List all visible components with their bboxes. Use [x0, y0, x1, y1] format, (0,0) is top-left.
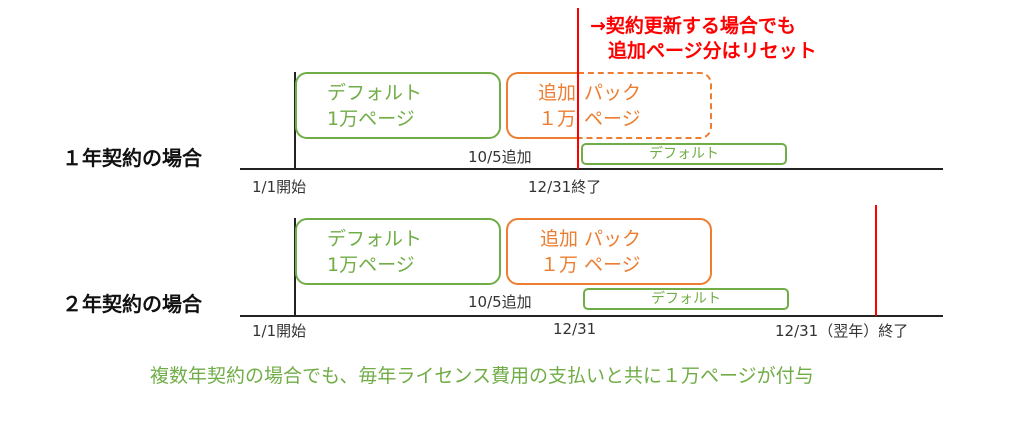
row2-default-line1: デフォルト	[327, 228, 423, 250]
row1-added-label: 10/5追加	[468, 148, 532, 166]
row2-end-label: 12/31（翌年）終了	[775, 322, 909, 340]
row2-mid-label: 12/31	[553, 320, 597, 338]
row1-addon-line1-left: 追加	[537, 82, 576, 104]
row1-default-line2: 1万ページ	[327, 108, 415, 130]
row1-next-default-label: デフォルト	[649, 146, 719, 162]
row1-addon-line2-left: １万	[537, 108, 576, 130]
row1-default-box: デフォルト 1万ページ	[295, 72, 501, 139]
row2-title: ２年契約の場合	[62, 292, 202, 316]
row2-addon-line1: 追加 パック	[540, 228, 642, 250]
row2-renewal-line	[875, 205, 877, 316]
row2-next-default-label: デフォルト	[651, 291, 721, 307]
row1-addon-box: 追加 １万	[506, 72, 580, 139]
row1-start-label: 1/1開始	[252, 178, 307, 196]
row2-default-line2: 1万ページ	[327, 254, 415, 276]
row1-end-label: 12/31終了	[528, 178, 602, 196]
row1-renewal-line	[577, 8, 579, 169]
row1-addon-line2-right: ページ	[584, 108, 641, 130]
row2-added-label: 10/5追加	[468, 293, 532, 311]
row2-next-default-box: デフォルト	[583, 288, 789, 310]
row2-addon-box: 追加 パック １万 ページ	[506, 218, 712, 285]
row2-addon-line2: １万 ページ	[540, 254, 641, 276]
row1-timeline-axis	[240, 168, 943, 170]
note-line-2: 追加ページ分はリセット	[608, 40, 817, 62]
row1-addon-expired-box: パック ページ	[578, 72, 712, 139]
row1-addon-line1-right: パック	[584, 82, 642, 104]
row2-start-label: 1/1開始	[252, 322, 307, 340]
row1-next-default-box: デフォルト	[581, 143, 787, 165]
row2-default-box: デフォルト 1万ページ	[295, 218, 501, 285]
row1-default-line1: デフォルト	[327, 82, 423, 104]
renewal-reset-note: →契約更新する場合でも 追加ページ分はリセット	[590, 14, 817, 64]
row1-title: １年契約の場合	[62, 146, 202, 170]
row2-timeline-axis	[240, 315, 943, 317]
note-line-1: →契約更新する場合でも	[590, 15, 796, 37]
footer-note: 複数年契約の場合でも、毎年ライセンス費用の支払いと共に１万ページが付与	[150, 365, 814, 387]
